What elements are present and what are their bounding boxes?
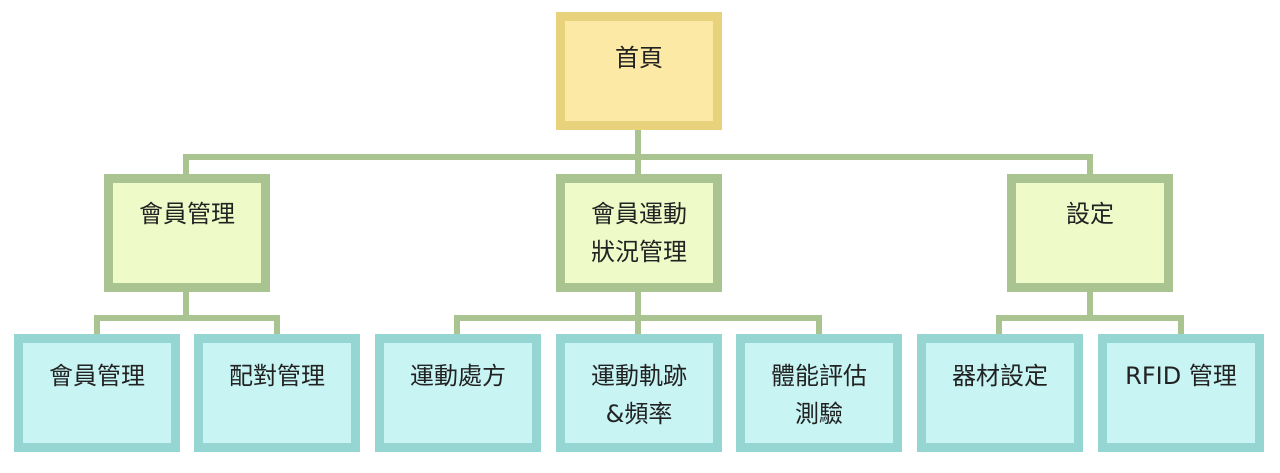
- node-fitness-assessment-label: 體能評估 測驗: [771, 362, 867, 428]
- node-member-management-sub: 會員管理: [14, 334, 180, 452]
- node-exercise-track-frequency: 運動軌跡 &頻率: [556, 334, 722, 452]
- node-exercise-track-frequency-label: 運動軌跡 &頻率: [591, 362, 687, 428]
- node-member-management: 會員管理: [104, 174, 270, 292]
- node-exercise-prescription: 運動處方: [375, 334, 541, 452]
- node-home: 首頁: [556, 12, 722, 130]
- node-member-sport-status-label: 會員運動 狀況管理: [591, 200, 687, 266]
- node-pairing-management-label: 配對管理: [229, 362, 325, 390]
- node-rfid-management-label: RFID 管理: [1125, 362, 1237, 390]
- node-settings: 設定: [1007, 174, 1173, 292]
- node-rfid-management: RFID 管理: [1098, 334, 1264, 452]
- node-settings-label: 設定: [1066, 200, 1114, 228]
- node-exercise-prescription-label: 運動處方: [410, 362, 506, 390]
- node-equipment-settings: 器材設定: [917, 334, 1083, 452]
- node-fitness-assessment: 體能評估 測驗: [736, 334, 902, 452]
- node-home-label: 首頁: [615, 44, 663, 72]
- node-member-management-label: 會員管理: [139, 200, 235, 228]
- node-pairing-management: 配對管理: [194, 334, 360, 452]
- node-member-management-sub-label: 會員管理: [49, 362, 145, 390]
- node-equipment-settings-label: 器材設定: [952, 362, 1048, 390]
- node-member-sport-status: 會員運動 狀況管理: [556, 174, 722, 292]
